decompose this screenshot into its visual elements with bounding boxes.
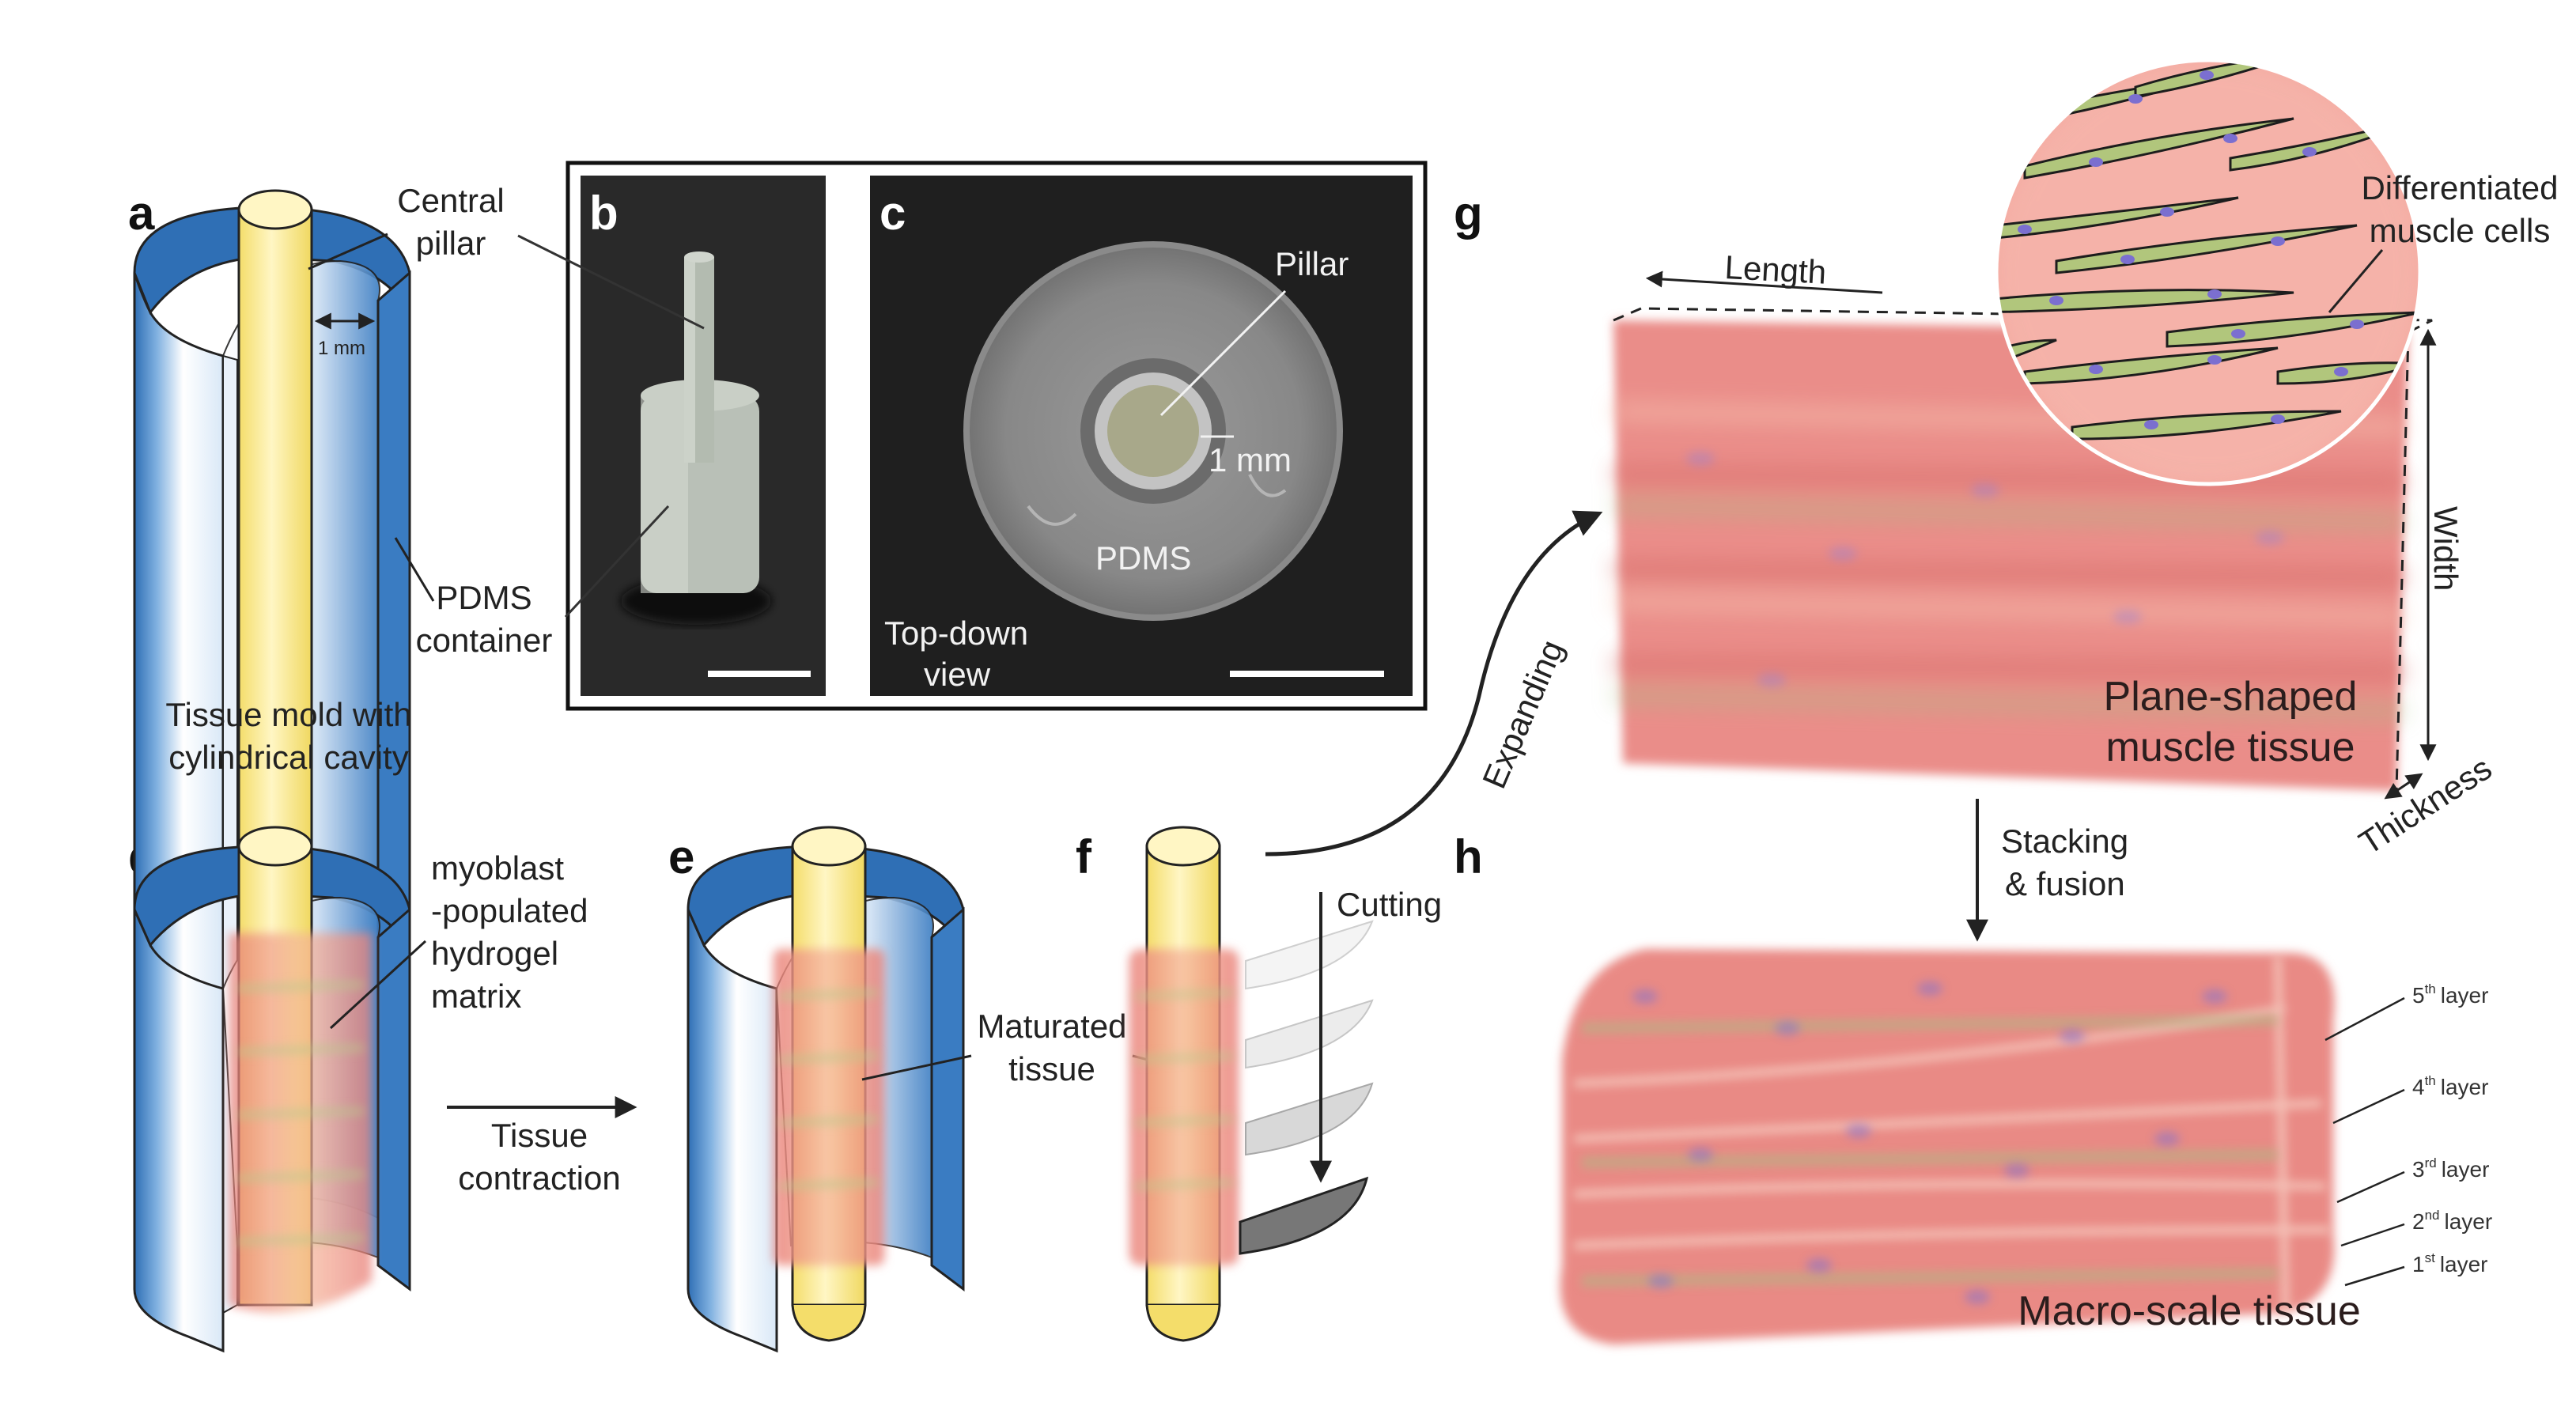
photo-c xyxy=(870,176,1413,696)
length-label: Length xyxy=(1724,248,1828,291)
muscle-cells-zoom xyxy=(1994,58,2423,486)
panel-label-f: f xyxy=(1076,830,1092,883)
panel-label-e: e xyxy=(668,830,694,883)
pillar-label-c: Pillar xyxy=(1275,245,1349,282)
photo-b xyxy=(517,176,826,696)
stacking-label: Stacking& fusion xyxy=(2001,823,2128,902)
panel-label-h: h xyxy=(1454,830,1483,883)
panel-label-a: a xyxy=(128,187,155,240)
mold-with-tissue xyxy=(687,826,965,1353)
cutting-blades xyxy=(1239,920,1374,1255)
expanding-arrow xyxy=(1265,510,1603,857)
width-label: Width xyxy=(2427,506,2464,591)
macro-tissue-label: Macro-scale tissue xyxy=(2018,1288,2360,1334)
mold-with-hydrogel xyxy=(133,826,411,1353)
panel-label-g: g xyxy=(1454,187,1483,240)
panel-label-c-white: c xyxy=(879,187,906,240)
gap-label-c: 1 mm xyxy=(1209,441,1292,478)
pillar-with-tissue xyxy=(1129,826,1239,1342)
cutting-label: Cutting xyxy=(1337,886,1442,923)
pdms-label-c: PDMS xyxy=(1095,539,1191,577)
panel-label-b-white: b xyxy=(589,187,618,240)
layer-leaders xyxy=(2324,996,2405,1287)
gap-label-a: 1 mm xyxy=(318,338,365,359)
macro-tissue-block xyxy=(1560,949,2335,1344)
